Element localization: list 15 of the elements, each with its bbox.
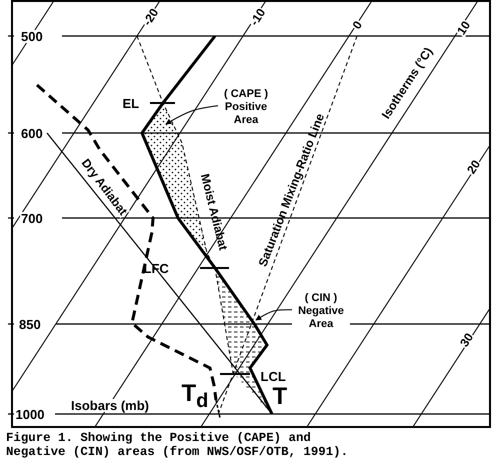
- leader-line: [165, 105, 218, 124]
- axis-title: Isobars (mb): [70, 398, 150, 412]
- line-label: Moist Adiabat: [198, 172, 230, 252]
- level-label: LCL: [260, 370, 287, 382]
- pressure-value: 1000: [14, 408, 46, 420]
- curve-label: T: [272, 385, 288, 409]
- pressure-value: 700: [20, 212, 44, 224]
- leader-line: [255, 309, 292, 320]
- isotherm-value: 10: [454, 18, 472, 38]
- pressure-value: 850: [18, 318, 42, 330]
- figure-caption: Figure 1. Showing the Positive (CAPE) and Negative (CIN) areas (from NWS/OSF/OTB, 1991).: [6, 431, 350, 459]
- level-label: EL: [122, 96, 140, 110]
- pressure-value: 600: [20, 126, 44, 140]
- curve-label: T$_{d}$: [180, 382, 210, 410]
- pressure-value: 500: [20, 30, 44, 42]
